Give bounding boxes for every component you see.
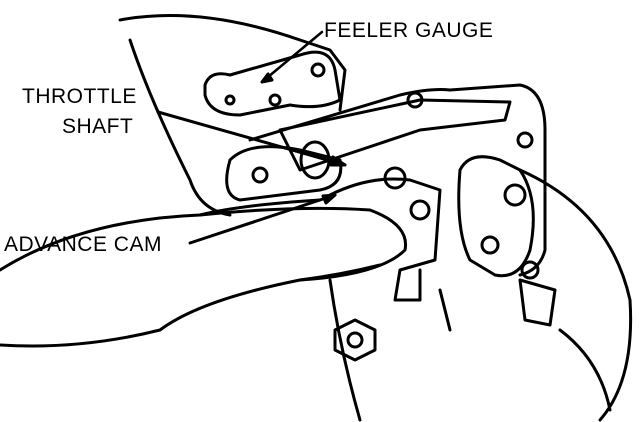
feeler-gauge-leader — [260, 30, 324, 84]
flywheel — [518, 168, 633, 422]
throttle-shaft-leader — [156, 110, 347, 167]
advance-cam-label: ADVANCE CAM — [4, 233, 162, 256]
hex-nut — [333, 318, 377, 362]
throttle-shaft — [225, 145, 343, 202]
advance-cam-leader — [188, 193, 337, 245]
carburetor-body — [118, 14, 347, 217]
feeler-gauge-label: FEELER GAUGE — [324, 19, 494, 42]
hand — [0, 206, 408, 348]
feeler-gauge-arm — [203, 50, 342, 117]
advance-cam — [328, 177, 442, 302]
shaft-label: SHAFT — [62, 115, 134, 138]
throttle-label: THROTTLE — [22, 85, 137, 108]
